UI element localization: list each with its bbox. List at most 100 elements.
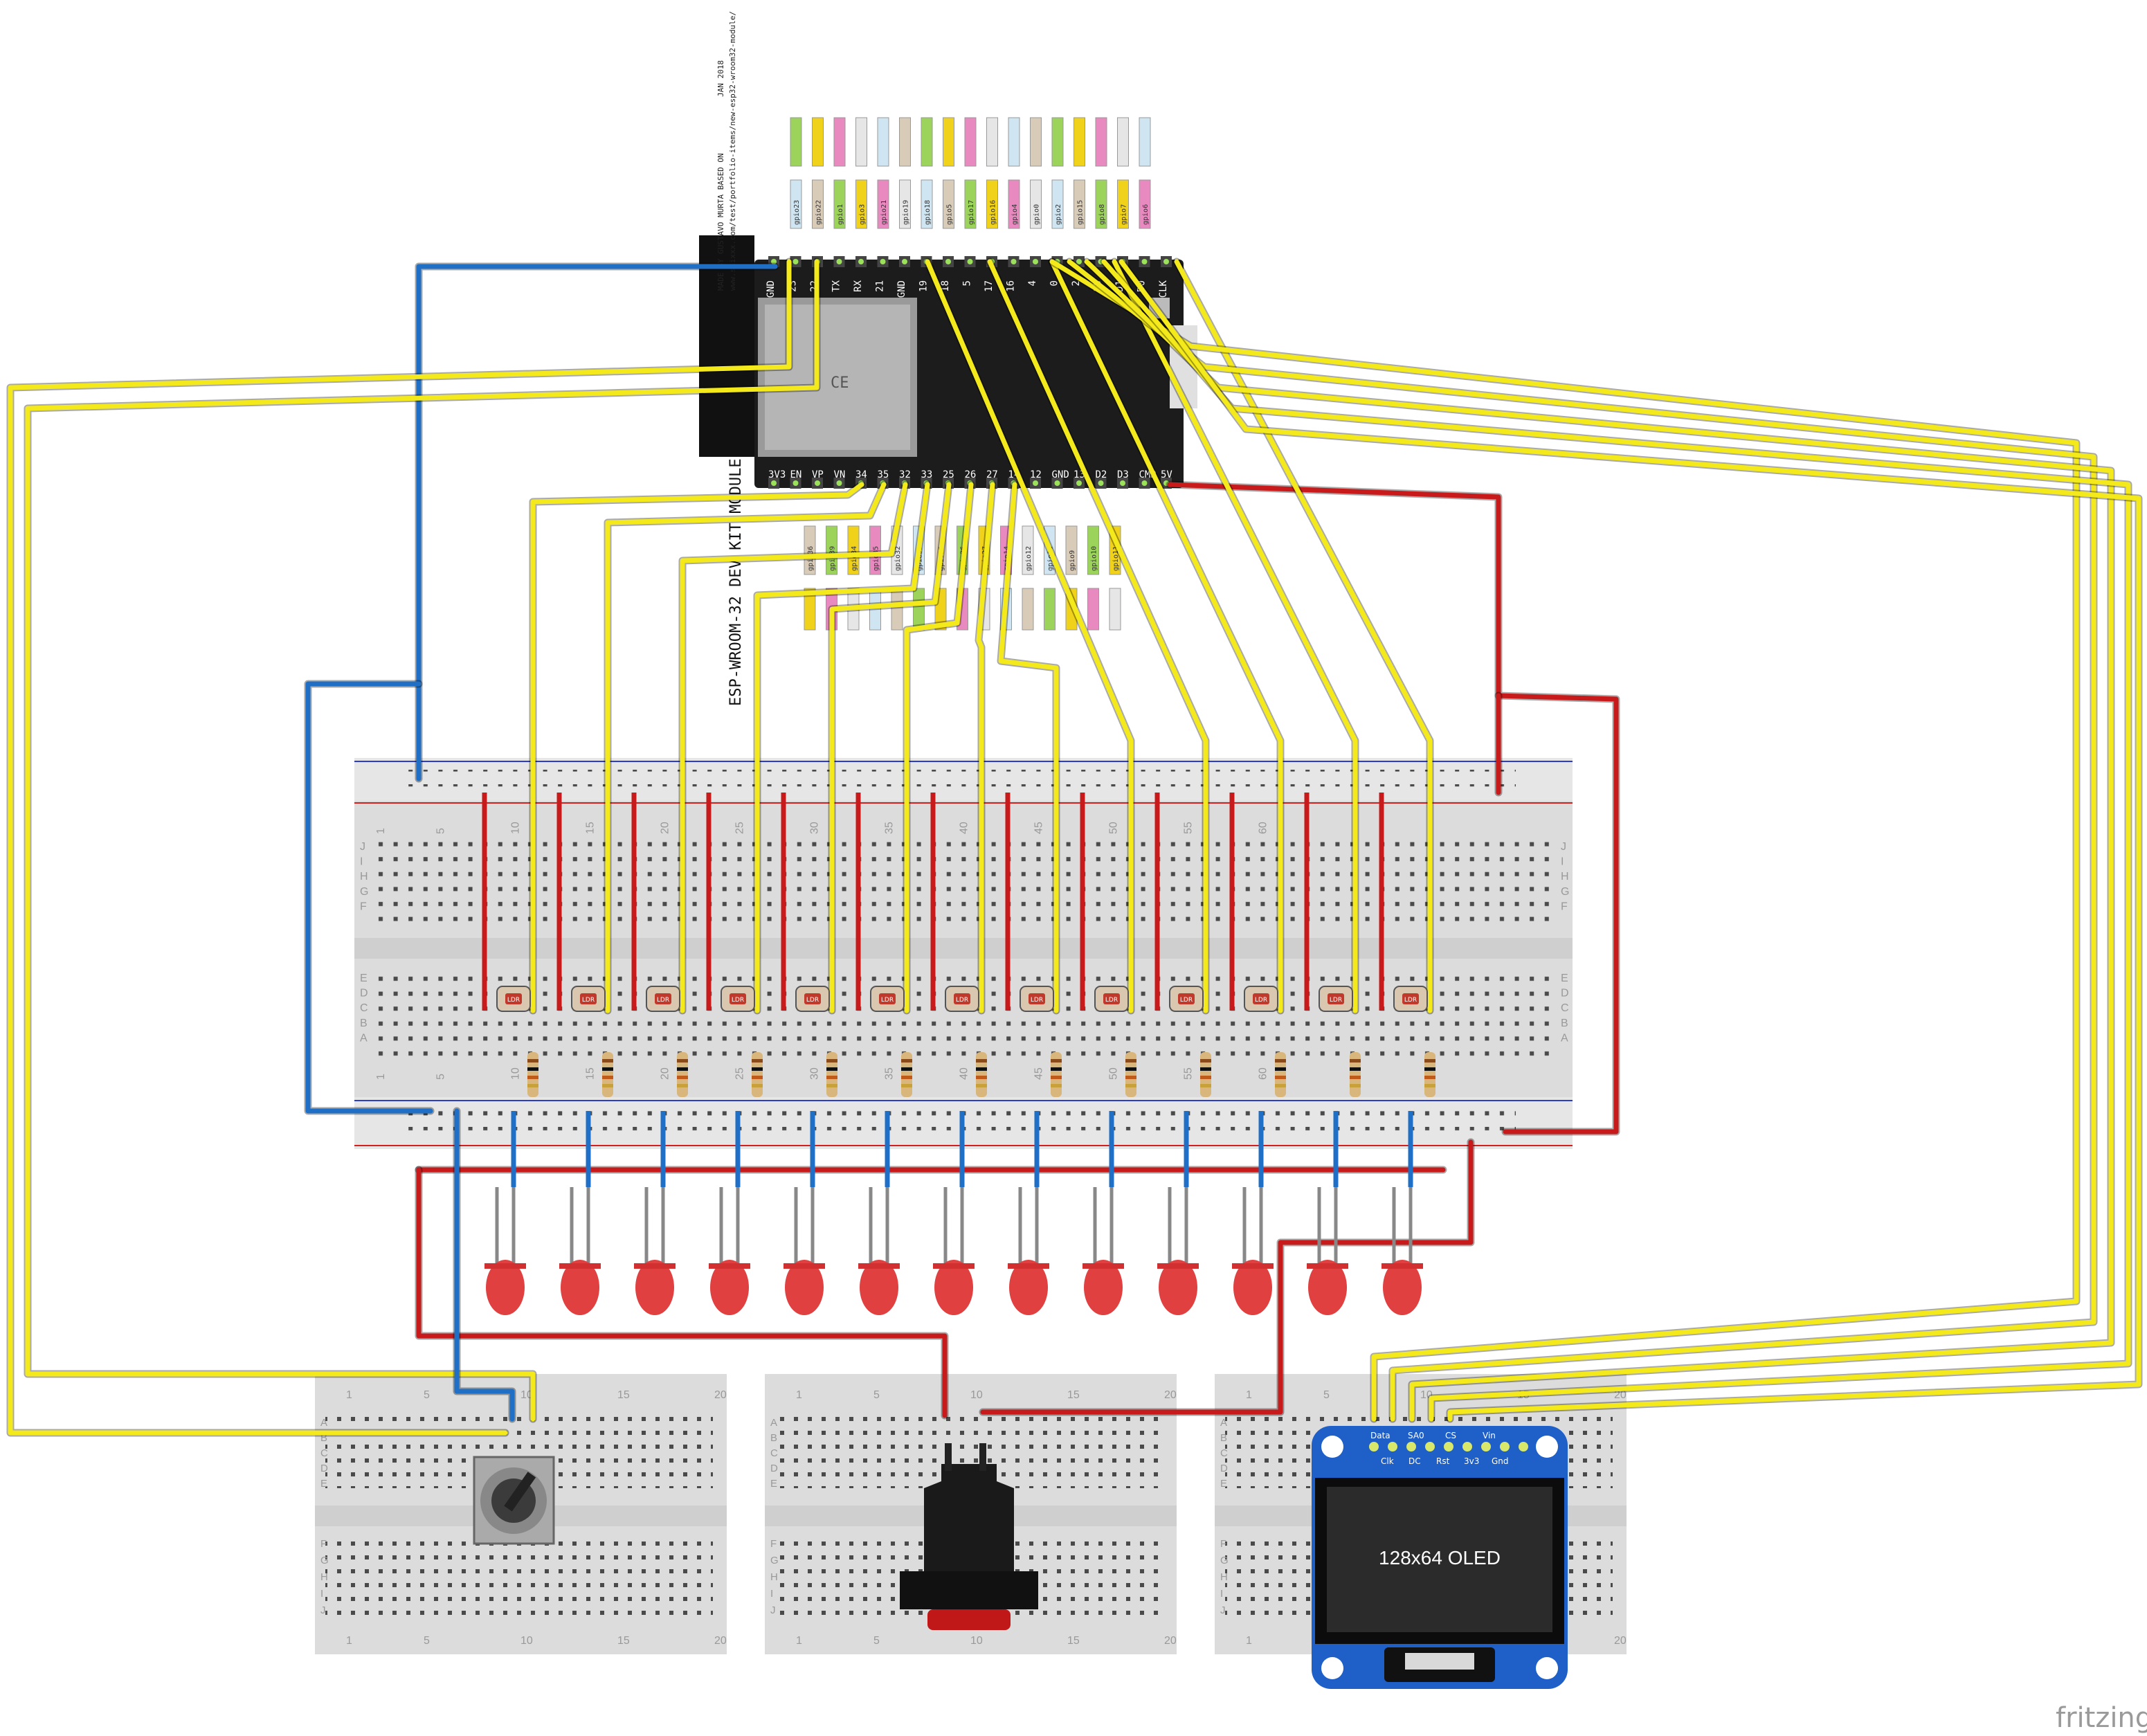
gpio-tag [1095, 179, 1107, 229]
led [634, 1111, 676, 1315]
pin-dot [1054, 480, 1060, 486]
row-letter: H [360, 871, 368, 883]
esp32-bottom-pin-label: VP [812, 469, 824, 480]
column-number: 20 [1614, 1635, 1627, 1647]
row-letter: E [360, 973, 368, 984]
signal-wire [976, 482, 995, 1013]
row-letter: D [360, 988, 368, 1000]
row-letter: I [770, 1588, 773, 1600]
gpio-tag [986, 117, 998, 167]
column-number: 20 [659, 1067, 671, 1080]
column-number: 20 [1164, 1635, 1177, 1647]
led [933, 1111, 975, 1315]
gpio-tag [833, 179, 846, 229]
gpio-tag-text: gpio11 [1112, 546, 1120, 571]
gpio-tag-text: gpio0 [1033, 204, 1041, 225]
esp32-bottom-pin-label: GND [1052, 469, 1069, 480]
row-letter: A [1561, 1032, 1568, 1044]
oled-wire [1118, 259, 2141, 1422]
row-letter: H [320, 1571, 328, 1583]
push-button[interactable] [900, 1443, 1038, 1630]
row-letter: H [1220, 1571, 1228, 1583]
esp32-bottom-pin-label: 32 [899, 469, 911, 480]
ldr-label: LDR [1105, 997, 1118, 1004]
oled-pin-label: DC [1408, 1456, 1421, 1466]
column-number: 10 [509, 1067, 521, 1080]
pin-dot [771, 480, 777, 486]
row-letter: B [770, 1432, 777, 1444]
gpio-tag [1030, 179, 1042, 229]
pin-dot [880, 259, 886, 264]
esp32-bottom-pin-label: 3V3 [768, 469, 786, 480]
esp32-top-pin-label: 0 [1049, 280, 1060, 286]
esp32-bottom-pin-label: 35 [878, 469, 889, 480]
column-number: 50 [1107, 822, 1119, 834]
column-number: 15 [1067, 1389, 1080, 1401]
gpio-tag [804, 525, 816, 575]
column-number: 1 [346, 1389, 352, 1401]
column-number: 35 [883, 1067, 895, 1080]
row-letter: G [1220, 1555, 1229, 1566]
potentiometer[interactable] [473, 1456, 555, 1545]
row-letter: C [1220, 1447, 1228, 1459]
column-number: 5 [424, 1635, 430, 1647]
row-letter: A [1220, 1417, 1227, 1429]
esp32-top-pin-label: 18 [940, 280, 951, 292]
column-number: 5 [1323, 1389, 1330, 1401]
ldr-label: LDR [1180, 997, 1193, 1004]
resistor [1200, 1052, 1211, 1097]
gpio-tag [921, 117, 933, 167]
row-letter: E [770, 1478, 777, 1490]
ldr-label: LDR [657, 997, 669, 1004]
column-number: 45 [1033, 822, 1044, 834]
gpio-tag-text: gpio8 [1098, 204, 1106, 225]
gpio-tag [1139, 117, 1151, 167]
pin-dot [836, 259, 842, 264]
pin-dot [858, 259, 864, 264]
column-number: 15 [1067, 1635, 1080, 1647]
ldr-label: LDR [1031, 997, 1043, 1004]
esp32-bottom-pin-label: 25 [943, 469, 954, 480]
gpio-tag [1065, 525, 1078, 575]
row-letter: F [1561, 901, 1568, 912]
gpio-tag-text: gpio17 [968, 200, 975, 225]
ldr: LDR [482, 793, 531, 1012]
oled-pin-label: Data [1370, 1431, 1390, 1440]
column-number: 20 [659, 822, 671, 834]
resistor [1424, 1052, 1435, 1097]
row-letter: D [1561, 988, 1569, 1000]
gpio-tag [891, 588, 903, 631]
row-letter: D [320, 1463, 328, 1474]
gpio-tag [943, 179, 954, 229]
column-number: 20 [1164, 1389, 1177, 1401]
ldr: LDR [1379, 793, 1428, 1012]
vcc-wire [1167, 482, 1619, 1134]
row-letter: J [360, 841, 365, 853]
gpio-tag [1030, 117, 1042, 167]
signal-wire [987, 259, 1208, 1013]
ldr: LDR [1005, 793, 1054, 1012]
gpio-tag-text: gpio32 [894, 546, 902, 571]
gpio-tag [869, 525, 881, 575]
gpio-tag [1008, 117, 1020, 167]
pot-gnd-wire [454, 1108, 515, 1422]
gpio-tag [1139, 179, 1151, 229]
pin-dot [792, 480, 799, 486]
column-number: 1 [1246, 1635, 1252, 1647]
column-number: 1 [346, 1635, 352, 1647]
usb-connector [699, 235, 754, 457]
ce-mark: CE [831, 374, 849, 392]
led [709, 1111, 750, 1315]
row-letter: B [320, 1432, 327, 1444]
ldr-label: LDR [507, 997, 520, 1004]
button-wire [416, 1167, 948, 1418]
gpio-tag-text: gpio16 [990, 200, 997, 225]
column-number: 55 [1182, 1067, 1194, 1080]
gpio-tag [913, 588, 925, 631]
ldr: LDR [631, 793, 680, 1012]
column-number: 15 [617, 1635, 630, 1647]
gpio-tag [812, 117, 824, 167]
column-number: 60 [1257, 822, 1269, 834]
column-number: 55 [1182, 822, 1194, 834]
ldr: LDR [706, 793, 755, 1012]
